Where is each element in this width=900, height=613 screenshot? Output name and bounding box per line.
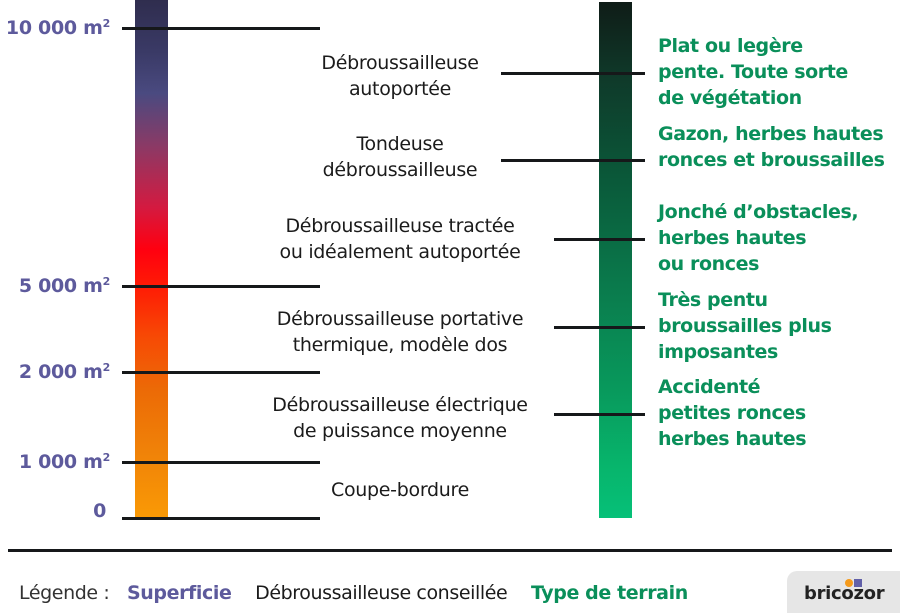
- tool-line: ou idéalement autoportée: [279, 241, 521, 263]
- tool-line: débroussailleuse: [322, 159, 478, 181]
- terrain-accidente: Accidenté petites ronces herbes hautes: [658, 374, 807, 452]
- terrain-line: Plat ou legère: [658, 35, 803, 57]
- tool-electrique: Débroussailleuse électrique de puissance…: [245, 392, 555, 444]
- terrain-line: Très pentu: [658, 289, 768, 311]
- terrain-line: Gazon, herbes hautes: [658, 123, 884, 145]
- connector-line-1: [501, 72, 645, 75]
- terrain-line: pente. Toute sorte: [658, 61, 848, 83]
- legend-surface: Superficie: [126, 582, 232, 604]
- tool-tractee: Débroussailleuse tractée ou idéalement a…: [245, 213, 555, 265]
- terrain-line: Accidenté: [658, 376, 761, 398]
- terrain-line: ou ronces: [658, 253, 760, 275]
- tool-line: thermique, modèle dos: [292, 334, 508, 356]
- tool-line: Coupe-bordure: [331, 479, 469, 501]
- axis-label-10000: 10 000 m2: [5, 17, 110, 39]
- tick-0: [122, 517, 320, 520]
- terrain-plat: Plat ou legère pente. Toute sorte de vég…: [658, 33, 848, 111]
- tick-1000: [122, 461, 320, 464]
- axis-label-0: 0: [93, 500, 106, 522]
- legend-title: Légende :: [19, 582, 110, 604]
- tool-coupe-bordure: Coupe-bordure: [290, 477, 510, 503]
- terrain-gradient-bar: [599, 2, 632, 518]
- logo-text: bricozor: [804, 583, 885, 604]
- tick-2000: [122, 371, 320, 374]
- legend-tool: Débroussailleuse conseillée: [255, 582, 508, 604]
- logo-square-purple-icon: [854, 579, 862, 587]
- surface-gradient-bar: [135, 0, 168, 519]
- tool-portative: Débroussailleuse portative thermique, mo…: [245, 306, 555, 358]
- tool-line: Tondeuse: [356, 133, 444, 155]
- terrain-line: petites ronces: [658, 402, 806, 424]
- terrain-line: Jonché d’obstacles,: [658, 201, 859, 223]
- tool-line: autoportée: [348, 78, 452, 100]
- legend-terrain: Type de terrain: [530, 582, 688, 604]
- terrain-pentu: Très pentu broussailles plus imposantes: [658, 287, 832, 365]
- axis-label-5000: 5 000 m2: [18, 275, 110, 297]
- connector-line-4: [554, 326, 645, 329]
- terrain-gazon: Gazon, herbes hautes ronces et broussail…: [658, 121, 885, 173]
- legend: Légende : Superficie Débroussailleuse co…: [19, 582, 706, 604]
- tool-line: Débroussailleuse électrique: [272, 394, 528, 416]
- terrain-line: ronces et broussailles: [658, 149, 885, 171]
- brand-logo: bricozor: [787, 571, 900, 613]
- terrain-line: broussailles plus: [658, 315, 832, 337]
- terrain-line: herbes hautes: [658, 227, 807, 249]
- terrain-line: de végétation: [658, 87, 802, 109]
- terrain-line: imposantes: [658, 341, 778, 363]
- axis-label-1000: 1 000 m2: [18, 451, 110, 473]
- terrain-line: herbes hautes: [658, 428, 807, 450]
- tool-line: de puissance moyenne: [293, 420, 507, 442]
- tool-line: Débroussailleuse portative: [276, 308, 524, 330]
- tool-tondeuse: Tondeuse débroussailleuse: [290, 131, 510, 183]
- logo-dot-orange-icon: [845, 579, 853, 587]
- connector-line-2: [501, 159, 645, 162]
- connector-line-5: [554, 413, 645, 416]
- tick-5000: [122, 285, 320, 288]
- tool-autoportee: Débroussailleuse autoportée: [290, 50, 510, 102]
- terrain-jonche: Jonché d’obstacles, herbes hautes ou ron…: [658, 199, 859, 277]
- axis-label-2000: 2 000 m2: [18, 361, 110, 383]
- tick-10000: [122, 27, 320, 30]
- tool-line: Débroussailleuse tractée: [285, 215, 515, 237]
- tool-line: Débroussailleuse: [321, 52, 479, 74]
- connector-line-3: [554, 238, 645, 241]
- legend-divider: [8, 549, 892, 552]
